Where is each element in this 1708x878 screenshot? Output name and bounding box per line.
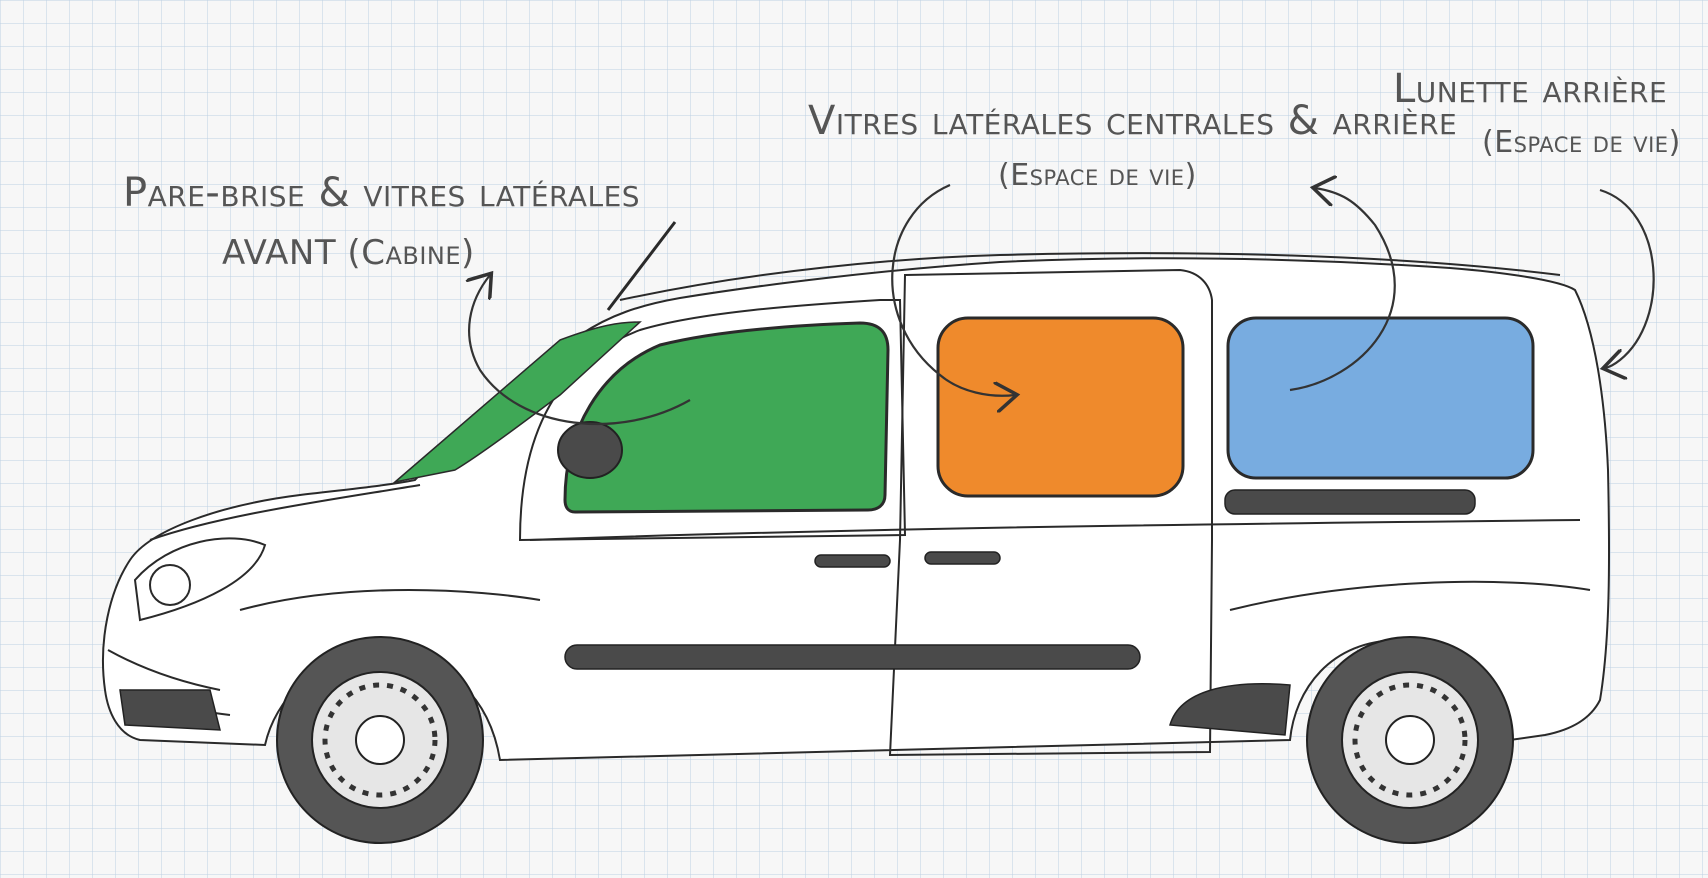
label-front-title: Pare-brise & vitres latérales	[123, 170, 641, 216]
rear-side-window-glass	[1226, 316, 1535, 480]
label-middle-subtitle: (Espace de vie)	[998, 158, 1197, 193]
headlight	[133, 537, 267, 622]
antenna	[606, 221, 677, 311]
middle-side-window-glass	[936, 316, 1185, 498]
front-wheel	[276, 636, 484, 844]
front-side-window-glass	[563, 321, 890, 514]
side-mirror	[557, 421, 623, 479]
front-windshield-glass	[392, 321, 642, 484]
arrow-rear	[1289, 188, 1396, 392]
rear-wheel	[1306, 636, 1514, 844]
label-middle-title: Vitres latérales centrales & arrière	[808, 98, 1458, 144]
label-rear-title: Lunette arrière	[1393, 66, 1668, 112]
arrow-front	[469, 275, 691, 426]
arrow-middle	[891, 183, 1015, 396]
arrow-rear-window	[1599, 188, 1655, 368]
label-front-subtitle: AVANT (Cabine)	[222, 233, 475, 273]
label-rear-subtitle: (Espace de vie)	[1482, 125, 1681, 160]
van-trim	[119, 489, 1476, 736]
